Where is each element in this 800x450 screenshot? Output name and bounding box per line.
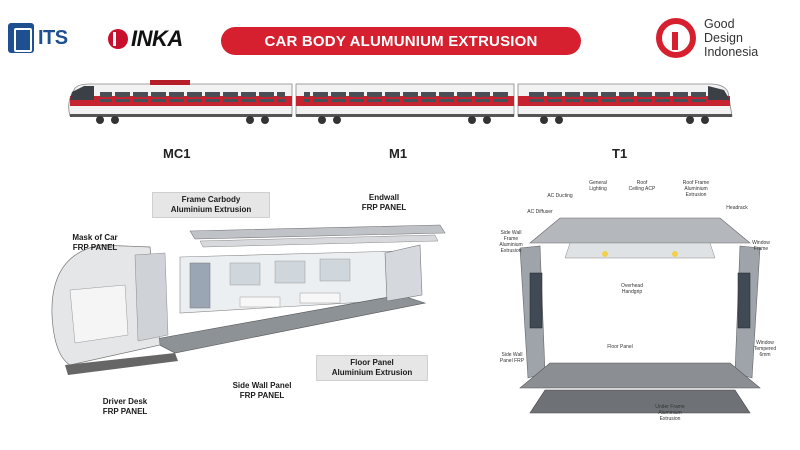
label-window-glass: Window Tempered 6mm bbox=[753, 340, 777, 358]
car-m1-side bbox=[295, 83, 515, 124]
its-logo-text: ITS bbox=[38, 26, 68, 49]
roof-frame-shape bbox=[189, 224, 446, 240]
label-ac-ducting: AC Ducting bbox=[547, 193, 573, 199]
car-label-m1: M1 bbox=[389, 146, 408, 161]
its-logo: ITS bbox=[8, 20, 78, 56]
car-label-mc1: MC1 bbox=[163, 146, 191, 161]
page-title: CAR BODY ALUMUNIUM EXTRUSION bbox=[221, 27, 581, 55]
inka-logo: INKA bbox=[108, 24, 183, 54]
label-underframe: Under Frame Aluminium Extrusion bbox=[655, 404, 685, 422]
callout-floor-panel: Floor Panel Aluminium Extrusion bbox=[316, 355, 428, 381]
label-roof-ceiling: Roof Ceiling ACP bbox=[628, 180, 656, 192]
label-floor-panel: Floor Panel bbox=[607, 344, 633, 350]
floor-panel-shape bbox=[149, 294, 427, 354]
callout-driver-desk: Driver Desk FRP PANEL bbox=[102, 397, 148, 416]
label-window-frame: Window Frame bbox=[752, 240, 770, 252]
gdi-emblem-icon bbox=[656, 18, 696, 58]
train-side-view bbox=[68, 80, 733, 124]
exploded-carbody-illustration bbox=[51, 224, 446, 375]
car-label-t1: T1 bbox=[612, 146, 628, 161]
driver-desk-shape bbox=[69, 284, 129, 344]
underframe-shape bbox=[529, 389, 751, 414]
car-mc1-side bbox=[68, 80, 293, 124]
inka-logo-text: INKA bbox=[131, 26, 183, 51]
label-headrack: Headrack bbox=[726, 205, 748, 211]
callout-endwall: Endwall FRP PANEL bbox=[361, 193, 407, 212]
its-emblem-icon bbox=[8, 23, 34, 53]
carbody-cross-section-illustration bbox=[519, 217, 761, 414]
label-general-lighting: General Lighting bbox=[589, 180, 607, 192]
label-ac-diffuser: AC Diffuser bbox=[527, 209, 553, 215]
inka-emblem-icon bbox=[108, 29, 128, 49]
good-design-indonesia-logo: Good Design Indonesia bbox=[656, 14, 796, 62]
label-roof-frame: Roof Frame Aluminium Extrusion bbox=[682, 180, 710, 198]
callout-side-wall-panel: Side Wall Panel FRP PANEL bbox=[232, 381, 292, 400]
label-side-wall-panel: Side Wall Panel FRP bbox=[499, 352, 525, 364]
callout-mask-of-car: Mask of Car FRP PANEL bbox=[72, 233, 118, 252]
label-side-wall-frame: Side Wall Frame Aluminium Extrusion bbox=[499, 230, 523, 254]
endwall-shape bbox=[384, 244, 423, 302]
floor-shape bbox=[519, 362, 761, 389]
gdi-logo-text: Good Design Indonesia bbox=[704, 17, 759, 59]
label-overhead-handgrip: Overhead Handgrip bbox=[621, 283, 643, 295]
callout-frame-carbody: Frame Carbody Aluminium Extrusion bbox=[152, 192, 270, 218]
car-t1-side bbox=[517, 83, 733, 124]
roof-shape bbox=[529, 217, 751, 244]
